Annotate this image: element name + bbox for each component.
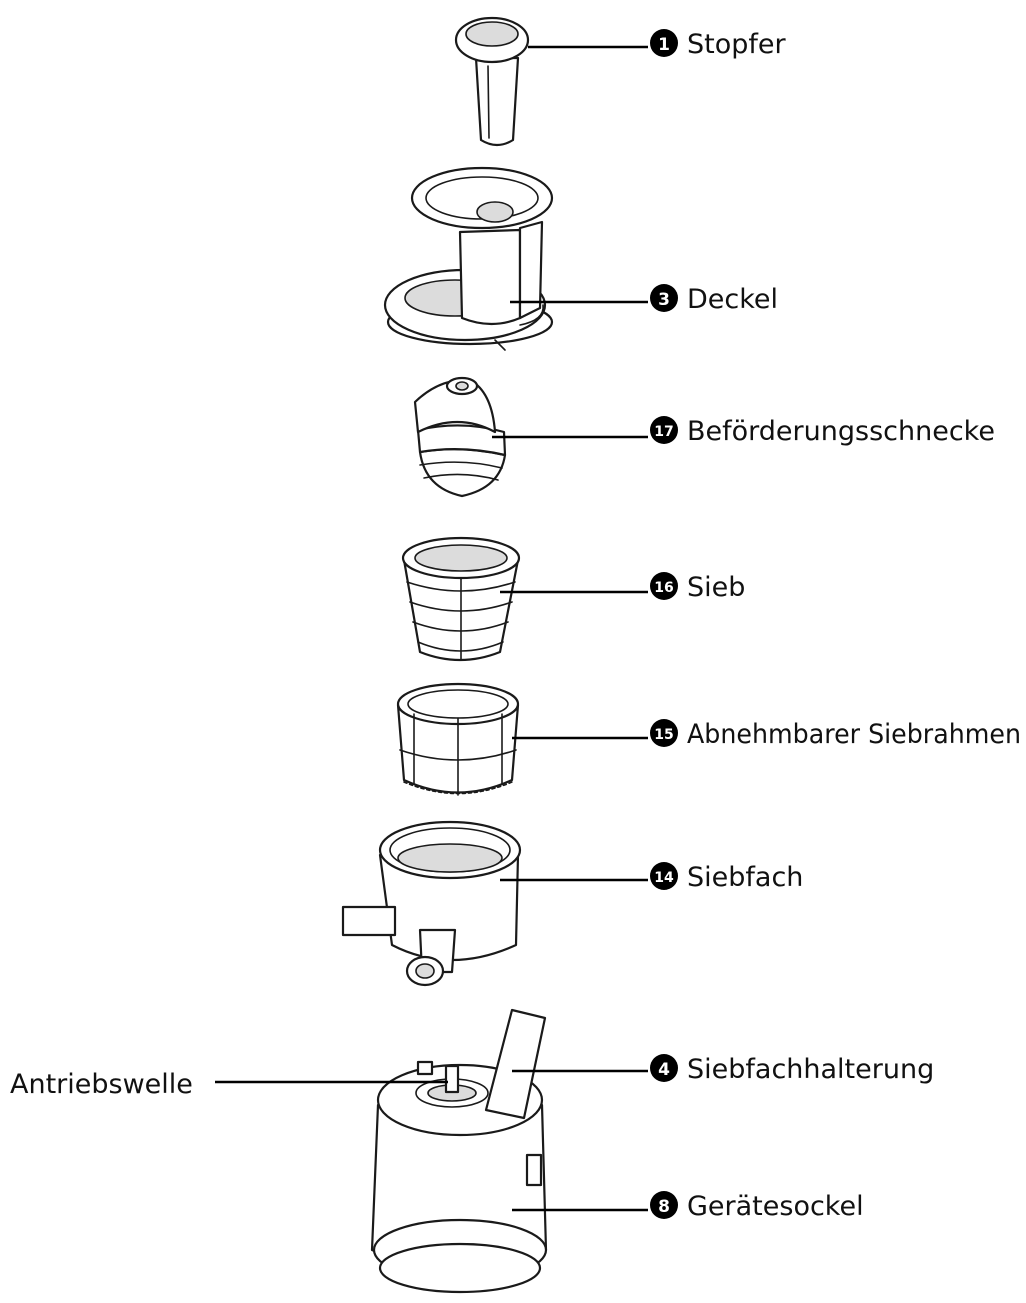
callout-number: 4 [658,1060,670,1080]
callout-badge [650,284,678,312]
callout-label: Stopfer [687,29,786,60]
callout-badge [650,29,678,57]
part-pusher [454,16,530,147]
part-base [370,1008,548,1294]
leader-lines [215,45,648,1212]
callout-number: 14 [654,870,674,886]
callout-label: Beförderungsschnecke [687,416,995,447]
callout-number: 17 [654,424,673,440]
part-strainer [401,536,521,662]
callout-schnecke: 17 Beförderungsschnecke [650,416,995,447]
callout-deckel: 3 Deckel [650,284,778,315]
callout-badge [650,572,678,600]
part-lid [383,166,554,351]
callout-number: 1 [658,35,670,55]
label-antriebswelle: Antriebswelle [10,1069,193,1100]
callout-label: Siebfach [687,862,803,893]
part-auger [413,376,507,498]
callout-number: 15 [654,727,673,743]
callout-badge [650,416,678,444]
callout-badge [650,1191,678,1219]
callout-label: Siebfachhalterung [687,1054,934,1085]
callout-number: 16 [654,580,673,596]
callout-siebrahmen: 15 Abnehmbarer Siebrahmen [650,719,1021,750]
callout-siebfach: 14 Siebfach [650,862,803,893]
callout-number: 8 [658,1197,670,1217]
callout-stopfer: 1 Stopfer [650,29,786,60]
callout-number: 3 [658,290,670,310]
callout-badge [650,1054,678,1082]
callout-label: Abnehmbarer Siebrahmen [687,719,1021,750]
part-juicing-chamber [341,820,522,987]
callout-label: Deckel [687,284,778,315]
part-strainer-frame [396,682,520,796]
callout-badge [650,719,678,747]
callout-siebfachhalterung: 4 Siebfachhalterung [650,1054,934,1085]
callout-label: Sieb [687,572,745,603]
callout-sieb: 16 Sieb [650,572,745,603]
callout-badge [650,862,678,890]
callout-geraetesockel: 8 Gerätesockel [650,1191,864,1222]
callout-label: Gerätesockel [687,1191,864,1222]
